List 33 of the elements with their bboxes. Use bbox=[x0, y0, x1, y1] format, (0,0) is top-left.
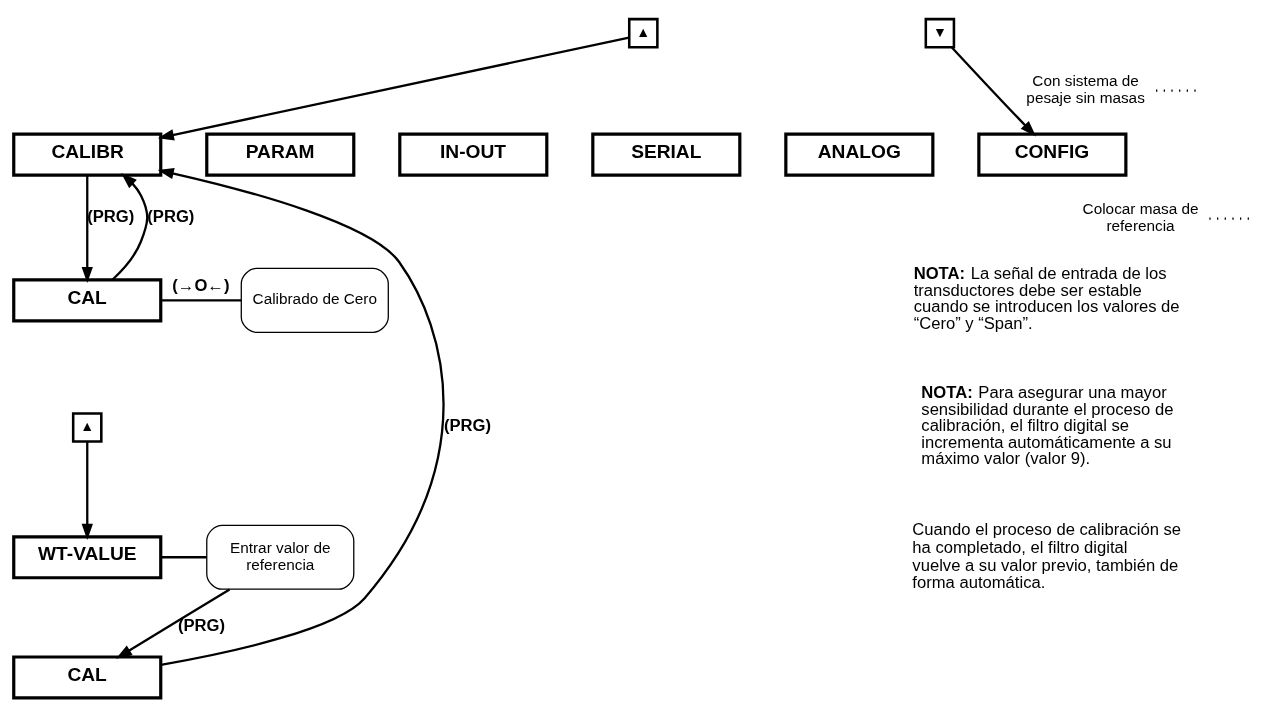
arrow bbox=[81, 175, 93, 284]
node-box: Entrar valor de referencia bbox=[206, 524, 355, 590]
edge-label: (PRG) bbox=[178, 615, 226, 635]
arrow bbox=[157, 36, 630, 141]
node-box: CAL bbox=[12, 278, 163, 323]
label: NOTA: La señal de entrada de los transductores debe ser estable cuando se introducen los valores de “Cero” y “Span”. bbox=[913, 264, 1180, 333]
arrow bbox=[157, 167, 445, 666]
edge-label: (→O←) bbox=[172, 275, 230, 295]
node-box: WT-VALUE bbox=[12, 535, 163, 580]
arrow bbox=[111, 173, 149, 281]
node-box: ▼ bbox=[924, 17, 956, 49]
node-box: CAL bbox=[12, 655, 163, 700]
node-box: ▲ bbox=[627, 17, 659, 49]
edge-label: (PRG) bbox=[147, 206, 195, 226]
edge-label: (PRG) bbox=[443, 415, 491, 435]
node-text: Colocar masa de referencia bbox=[1082, 200, 1199, 234]
arrow bbox=[951, 46, 1036, 137]
node-text: Con sistema de pesaje sin masas bbox=[1026, 72, 1145, 106]
label: Cuando el proceso de calibración se ha completado, el filtro digital vuelve a su valor previo, también de forma automática. bbox=[912, 519, 1182, 593]
connector bbox=[160, 556, 207, 559]
node-box: CONFIG bbox=[977, 132, 1128, 177]
node-box: CALIBR bbox=[12, 132, 163, 177]
node-box: IN-OUT bbox=[398, 132, 549, 177]
arrow bbox=[81, 441, 93, 540]
arrow bbox=[115, 588, 231, 659]
connector bbox=[161, 299, 242, 302]
node-box: ▲ bbox=[71, 412, 103, 443]
node-box: PARAM bbox=[205, 132, 356, 177]
node-box: SERIAL bbox=[591, 132, 742, 177]
node-box: Calibrado de Cero bbox=[240, 267, 389, 333]
node-box: ANALOG bbox=[784, 132, 935, 177]
edge-label: (PRG) bbox=[87, 206, 135, 226]
label: NOTA: Para asegurar una mayor sensibilidad durante el proceso de calibración, el filtro digital se incrementa automáticamente a su máximo valor (valor 9). bbox=[921, 383, 1174, 469]
